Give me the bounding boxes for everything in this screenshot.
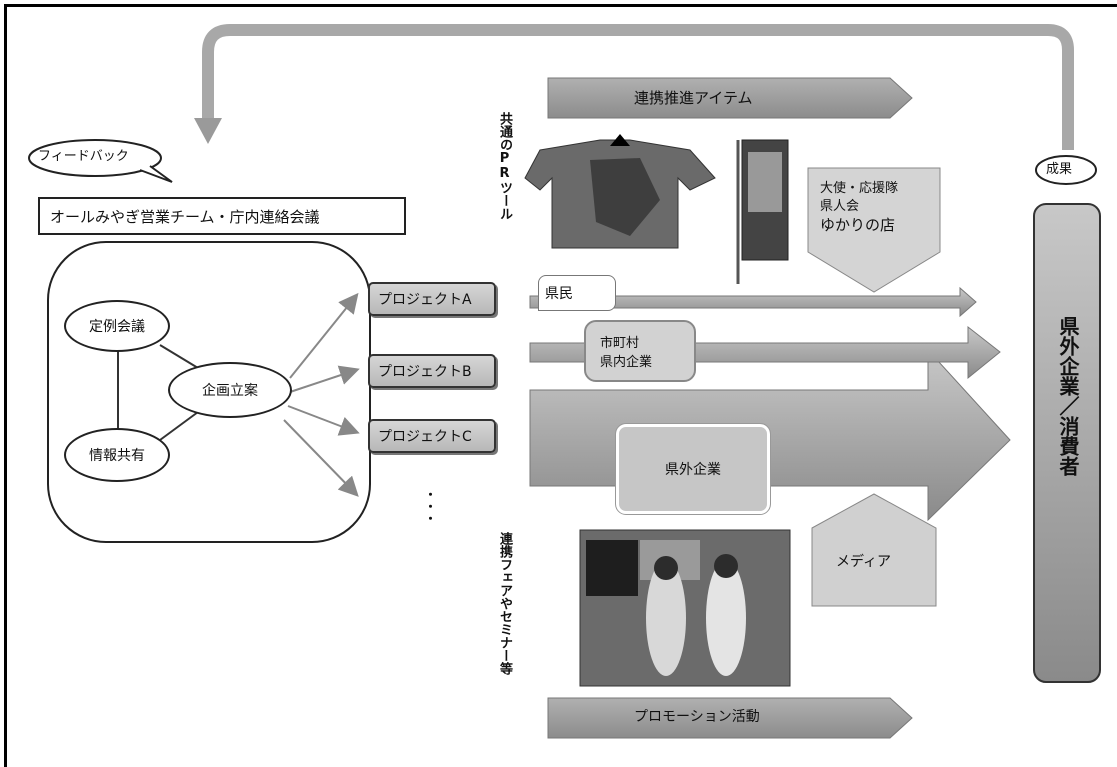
target-bar (1033, 203, 1101, 683)
residents-tag: 県民 (538, 275, 616, 311)
more-projects-ellipsis: ・・・ (423, 488, 437, 524)
ambassadors-line3: ゆかりの店 (820, 216, 896, 235)
top-banner-shape (547, 77, 913, 119)
residents-label: 県民 (545, 286, 573, 302)
council-box: オールみやぎ営業チーム・庁内連絡会議 (38, 197, 406, 235)
result-label: 成果 (1046, 162, 1073, 177)
ambassadors-text: 大使・応援隊 県人会 ゆかりの店 (820, 180, 898, 235)
ambassadors-line1: 大使・応援隊 (820, 181, 899, 196)
project-a-label: プロジェクトA (378, 292, 472, 308)
bottom-banner-label: プロモーション活動 (634, 709, 760, 725)
outside-companies-box: 県外企業 (615, 423, 771, 515)
arrow-to-project-a (289, 292, 359, 379)
arrow-to-project-c (287, 405, 360, 436)
municipalities-box: 市町村 県内企業 (584, 320, 696, 382)
outside-companies-label: 県外企業 (665, 462, 721, 478)
event-photo-icon (579, 529, 791, 687)
info-sharing-node: 情報共有 (64, 428, 170, 482)
arrow-to-more (283, 419, 359, 497)
planning-label: 企画立案 (202, 383, 258, 399)
fairs-label: 連携フェアやセミナー等 (497, 532, 512, 675)
project-b-label: プロジェクトB (378, 364, 472, 380)
media-label: メディア (836, 554, 892, 570)
banner-flag-icon (736, 139, 789, 284)
happi-coat-icon (524, 134, 716, 249)
result-bubble (1035, 155, 1097, 185)
feedback-loop-arrow (202, 24, 1074, 150)
project-b-box: プロジェクトB (368, 354, 496, 388)
ambassadors-line2: 県人会 (820, 198, 860, 214)
planning-node: 企画立案 (168, 362, 292, 418)
media-shape (811, 493, 937, 607)
municipalities-line2: 県内企業 (600, 355, 653, 370)
arrow-to-project-b (289, 365, 360, 393)
feedback-arrowhead (194, 118, 222, 144)
regular-meeting-node: 定例会議 (64, 300, 170, 352)
feedback-label: フィードバック (38, 149, 129, 164)
municipalities-line1: 市町村 (600, 336, 640, 351)
council-label: オールみやぎ営業チーム・庁内連絡会議 (50, 207, 320, 226)
pr-tools-label: 共通のPRツール (497, 112, 512, 220)
regular-meeting-label: 定例会議 (89, 319, 145, 335)
info-sharing-label: 情報共有 (89, 448, 145, 464)
feedback-bubble (28, 139, 162, 177)
top-banner-label: 連携推進アイテム (634, 89, 753, 107)
diagram-frame (4, 4, 1117, 767)
project-c-label: プロジェクトC (378, 429, 472, 445)
ambassadors-shape (807, 167, 941, 293)
bottom-banner-shape (547, 697, 913, 739)
project-c-box: プロジェクトC (368, 419, 496, 453)
target-label: 県外企業／消費者 (1056, 316, 1080, 476)
project-a-box: プロジェクトA (368, 282, 496, 316)
